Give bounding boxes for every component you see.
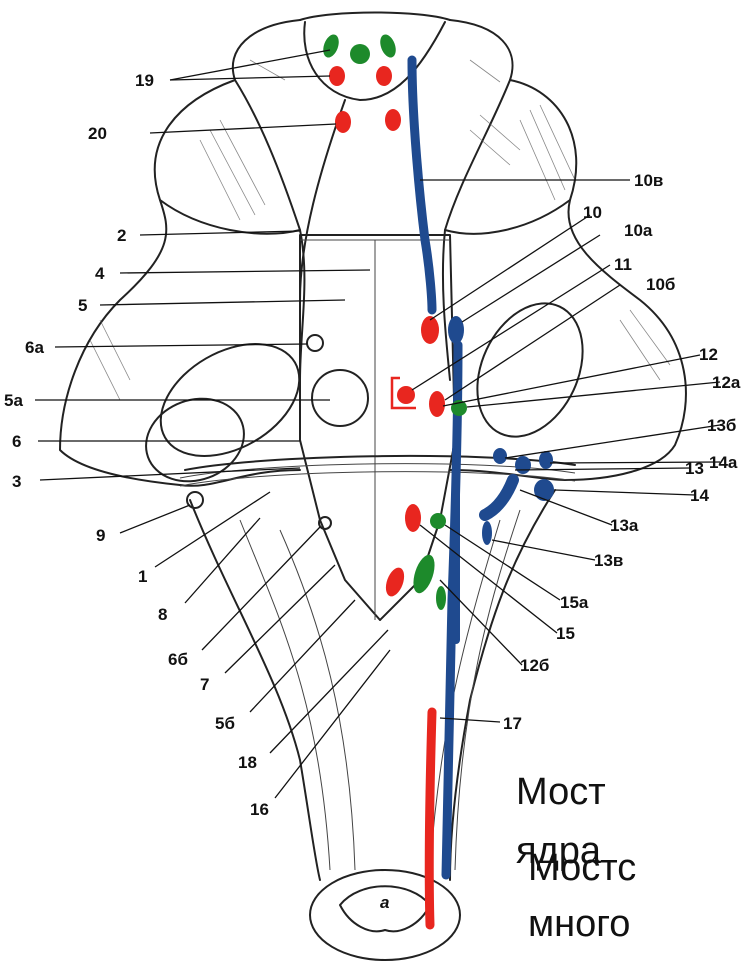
green-nucleus-top-right bbox=[377, 32, 398, 59]
red-nucleus-10 bbox=[421, 316, 439, 344]
brainstem-outline bbox=[60, 13, 686, 961]
blue-nucleus-14 bbox=[534, 479, 554, 501]
label-14a: 14а bbox=[709, 453, 738, 472]
label-6a: 6а bbox=[25, 338, 44, 357]
label-13b: 13б bbox=[707, 416, 736, 435]
green-nucleus-15a bbox=[430, 513, 446, 529]
caption-line-1: Мост bbox=[516, 773, 606, 811]
red-nucleus-12 bbox=[429, 391, 445, 417]
label-6: 6 bbox=[12, 432, 21, 451]
blue-nucleus-13v bbox=[482, 521, 492, 545]
blue-nucleus-10a bbox=[448, 316, 464, 344]
label-6b: 6б bbox=[168, 650, 188, 669]
label-7: 7 bbox=[200, 675, 209, 694]
label-4: 4 bbox=[95, 264, 105, 283]
label-10: 10 bbox=[583, 203, 602, 222]
label-11: 11 bbox=[614, 255, 632, 274]
red-tract-17 bbox=[429, 712, 432, 925]
blue-nucleus-13b-1 bbox=[493, 448, 507, 464]
label-15a: 15а bbox=[560, 593, 589, 612]
label-12a: 12а bbox=[712, 373, 741, 392]
label-5a: 5а bbox=[4, 391, 23, 410]
red-nucleus-19-left bbox=[329, 66, 345, 86]
label-8: 8 bbox=[158, 605, 167, 624]
blue-tract-13 bbox=[485, 480, 513, 515]
label-15: 15 bbox=[556, 624, 575, 643]
label-1: 1 bbox=[138, 567, 147, 586]
green-nucleus-top-left bbox=[320, 32, 341, 59]
label-10v: 10в bbox=[634, 171, 663, 190]
label-12b: 12б bbox=[520, 656, 549, 675]
label-17: 17 bbox=[503, 714, 522, 733]
label-9: 9 bbox=[96, 526, 105, 545]
green-nucleus-top-center bbox=[350, 44, 370, 64]
label-13v: 13в bbox=[594, 551, 623, 570]
number-labels: 19 20 2 4 5 6а 5а 6 3 9 1 8 6б 7 5б 18 1… bbox=[4, 71, 741, 912]
red-nucleus-15 bbox=[405, 504, 421, 532]
label-10a: 10а bbox=[624, 221, 653, 240]
blue-tract-10v bbox=[412, 60, 432, 310]
green-nucleus-lower bbox=[436, 586, 446, 610]
blue-nucleus-13b-2 bbox=[515, 456, 531, 474]
caption-line-4: много bbox=[528, 905, 630, 943]
label-2: 2 bbox=[117, 226, 126, 245]
label-10b: 10б bbox=[646, 275, 675, 294]
red-nucleus-20-left bbox=[335, 111, 351, 133]
label-14: 14 bbox=[690, 486, 709, 505]
label-5b: 5б bbox=[215, 714, 235, 733]
label-3: 3 bbox=[12, 472, 21, 491]
label-20: 20 bbox=[88, 124, 107, 143]
label-a: а bbox=[380, 893, 389, 912]
red-nucleus-10b bbox=[397, 386, 415, 404]
red-nucleus-20-right bbox=[385, 109, 401, 131]
label-19: 19 bbox=[135, 71, 154, 90]
caption-line-3: Мостс bbox=[528, 849, 636, 887]
red-nucleus-18 bbox=[382, 565, 407, 599]
label-5: 5 bbox=[78, 296, 87, 315]
label-18: 18 bbox=[238, 753, 257, 772]
label-13: 13 bbox=[685, 459, 704, 478]
label-12: 12 bbox=[699, 345, 718, 364]
green-nucleus-12b bbox=[409, 552, 438, 596]
label-16: 16 bbox=[250, 800, 269, 819]
leader-lines bbox=[35, 50, 720, 798]
blue-nucleus-14a bbox=[539, 451, 553, 469]
red-nucleus-19-right bbox=[376, 66, 392, 86]
label-13a: 13а bbox=[610, 516, 639, 535]
